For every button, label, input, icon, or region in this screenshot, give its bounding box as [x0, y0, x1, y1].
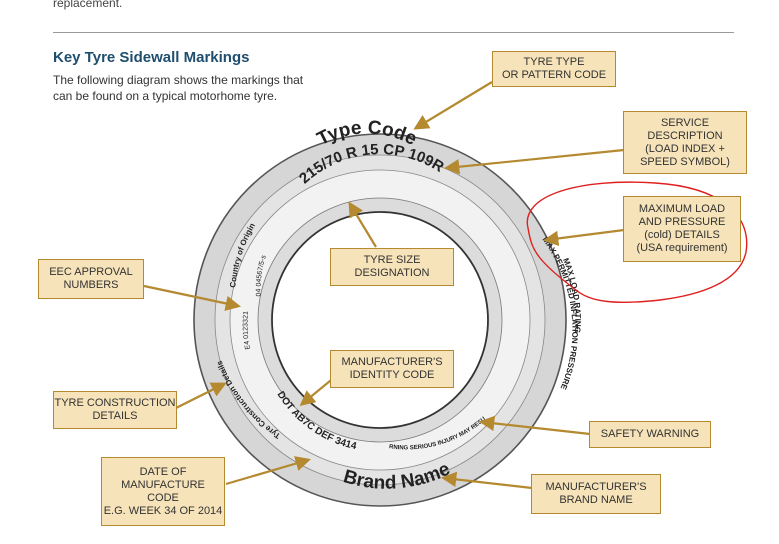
callout-arrows: [143, 81, 625, 490]
callout-date-code: DATE OF MANUFACTURE CODE E.G. WEEK 34 OF…: [101, 457, 225, 526]
arrow-service: [443, 148, 625, 175]
callout-brand-name: MANUFACTURER'S BRAND NAME: [531, 474, 661, 514]
callout-construction: TYRE CONSTRUCTION DETAILS: [53, 391, 177, 429]
tyre-eec-mark-text: E4 0123321: [242, 311, 252, 350]
arrow-eec: [143, 284, 242, 311]
red-annotation-circle: [526, 181, 748, 304]
callout-eec-approval: EEC APPROVAL NUMBERS: [38, 259, 144, 299]
intro-fragment: replacement.: [53, 0, 123, 10]
callout-service-description: SERVICE DESCRIPTION (LOAD INDEX + SPEED …: [623, 111, 747, 174]
arrow-size: [348, 201, 377, 248]
arrow-date: [225, 456, 311, 486]
divider: [53, 32, 734, 33]
arrow-max-load: [542, 228, 625, 247]
callout-max-load: MAXIMUM LOAD AND PRESSURE (cold) DETAILS…: [623, 196, 741, 262]
arrow-safety: [478, 415, 591, 436]
arrow-construction: [175, 382, 227, 409]
callout-tyre-type: TYRE TYPE OR PATTERN CODE: [492, 51, 616, 87]
arrow-tyre-type: [413, 81, 493, 130]
callout-safety-warning: SAFETY WARNING: [589, 421, 711, 448]
tyre-rim: [271, 211, 489, 429]
arrow-brand: [440, 471, 533, 490]
section-heading: Key Tyre Sidewall Markings: [53, 49, 250, 66]
callout-manufacturer-id: MANUFACTURER'S IDENTITY CODE: [330, 350, 454, 388]
intro-text: The following diagram shows the markings…: [53, 73, 304, 103]
callout-size-designation: TYRE SIZE DESIGNATION: [330, 248, 454, 286]
